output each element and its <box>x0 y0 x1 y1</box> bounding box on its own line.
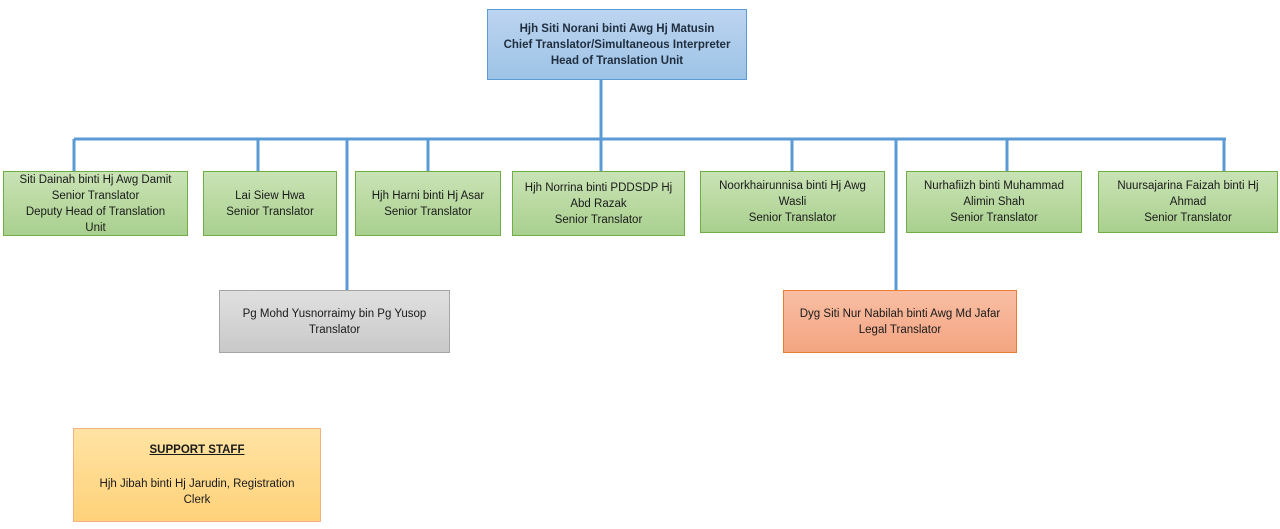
staff-title: Senior Translator <box>950 212 1038 224</box>
head-title: Chief Translator/Simultaneous Interprete… <box>503 38 731 51</box>
staff-title: Senior Translator <box>554 213 643 226</box>
staff-title: Senior Translator <box>748 212 837 224</box>
staff-name: Noorkhairunnisa binti Hj Awg <box>719 180 866 192</box>
translator-box: Pg Mohd Yusnorraimy bin Pg Yusop Transla… <box>219 290 450 353</box>
staff-role: Deputy Head of Translation <box>25 205 166 218</box>
staff-name: Nuursajarina Faizah binti Hj <box>1117 180 1259 192</box>
staff-box-nurhafiizh: Nurhafiizh binti Muhammad Alimin Shah Se… <box>906 171 1082 233</box>
legal-translator-name: Dyg Siti Nur Nabilah binti Awg Md Jafar <box>799 307 1001 320</box>
staff-role-cont: Unit <box>85 221 106 234</box>
staff-name: Nurhafiizh binti Muhammad <box>924 180 1064 192</box>
support-staff-title: SUPPORT STAFF <box>149 444 245 456</box>
staff-title: Senior Translator <box>1144 212 1232 224</box>
staff-name-cont: Alimin Shah <box>963 196 1025 208</box>
staff-name: Hjh Norrina binti PDDSDP Hj <box>524 181 673 194</box>
support-staff-name: Hjh Jibah binti Hj Jarudin, Registration <box>99 478 295 490</box>
head-of-unit-box: Hjh Siti Norani binti Awg Hj Matusin Chi… <box>487 9 747 80</box>
head-name: Hjh Siti Norani binti Awg Hj Matusin <box>519 22 715 35</box>
staff-name-cont: Abd Razak <box>570 197 627 210</box>
staff-name: Siti Dainah binti Hj Awg Damit <box>19 173 172 186</box>
legal-translator-title: Legal Translator <box>858 323 942 336</box>
staff-title: Senior Translator <box>226 205 314 218</box>
translator-name: Pg Mohd Yusnorraimy bin Pg Yusop <box>242 307 427 320</box>
staff-title: Senior Translator <box>384 205 472 218</box>
staff-name: Hjh Harni binti Hj Asar <box>371 189 485 202</box>
staff-title: Senior Translator <box>51 189 140 202</box>
staff-box-hjh-harni: Hjh Harni binti Hj Asar Senior Translato… <box>355 171 501 236</box>
legal-translator-box: Dyg Siti Nur Nabilah binti Awg Md Jafar … <box>783 290 1017 353</box>
staff-box-nuursajarina: Nuursajarina Faizah binti Hj Ahmad Senio… <box>1098 171 1278 233</box>
staff-name: Lai Siew Hwa <box>235 189 305 202</box>
staff-box-siti-dainah: Siti Dainah binti Hj Awg Damit Senior Tr… <box>3 171 188 236</box>
translator-title: Translator <box>308 323 361 336</box>
staff-box-hjh-norrina: Hjh Norrina binti PDDSDP Hj Abd Razak Se… <box>512 171 685 236</box>
staff-name-cont: Wasli <box>778 196 807 208</box>
staff-box-noorkhairunnisa: Noorkhairunnisa binti Hj Awg Wasli Senio… <box>700 171 885 233</box>
staff-box-lai-siew-hwa: Lai Siew Hwa Senior Translator <box>203 171 337 236</box>
support-staff-role: Clerk <box>183 494 211 506</box>
support-staff-box: SUPPORT STAFF Hjh Jibah binti Hj Jarudin… <box>73 428 321 522</box>
staff-name-cont: Ahmad <box>1169 196 1207 208</box>
head-role: Head of Translation Unit <box>550 54 684 67</box>
